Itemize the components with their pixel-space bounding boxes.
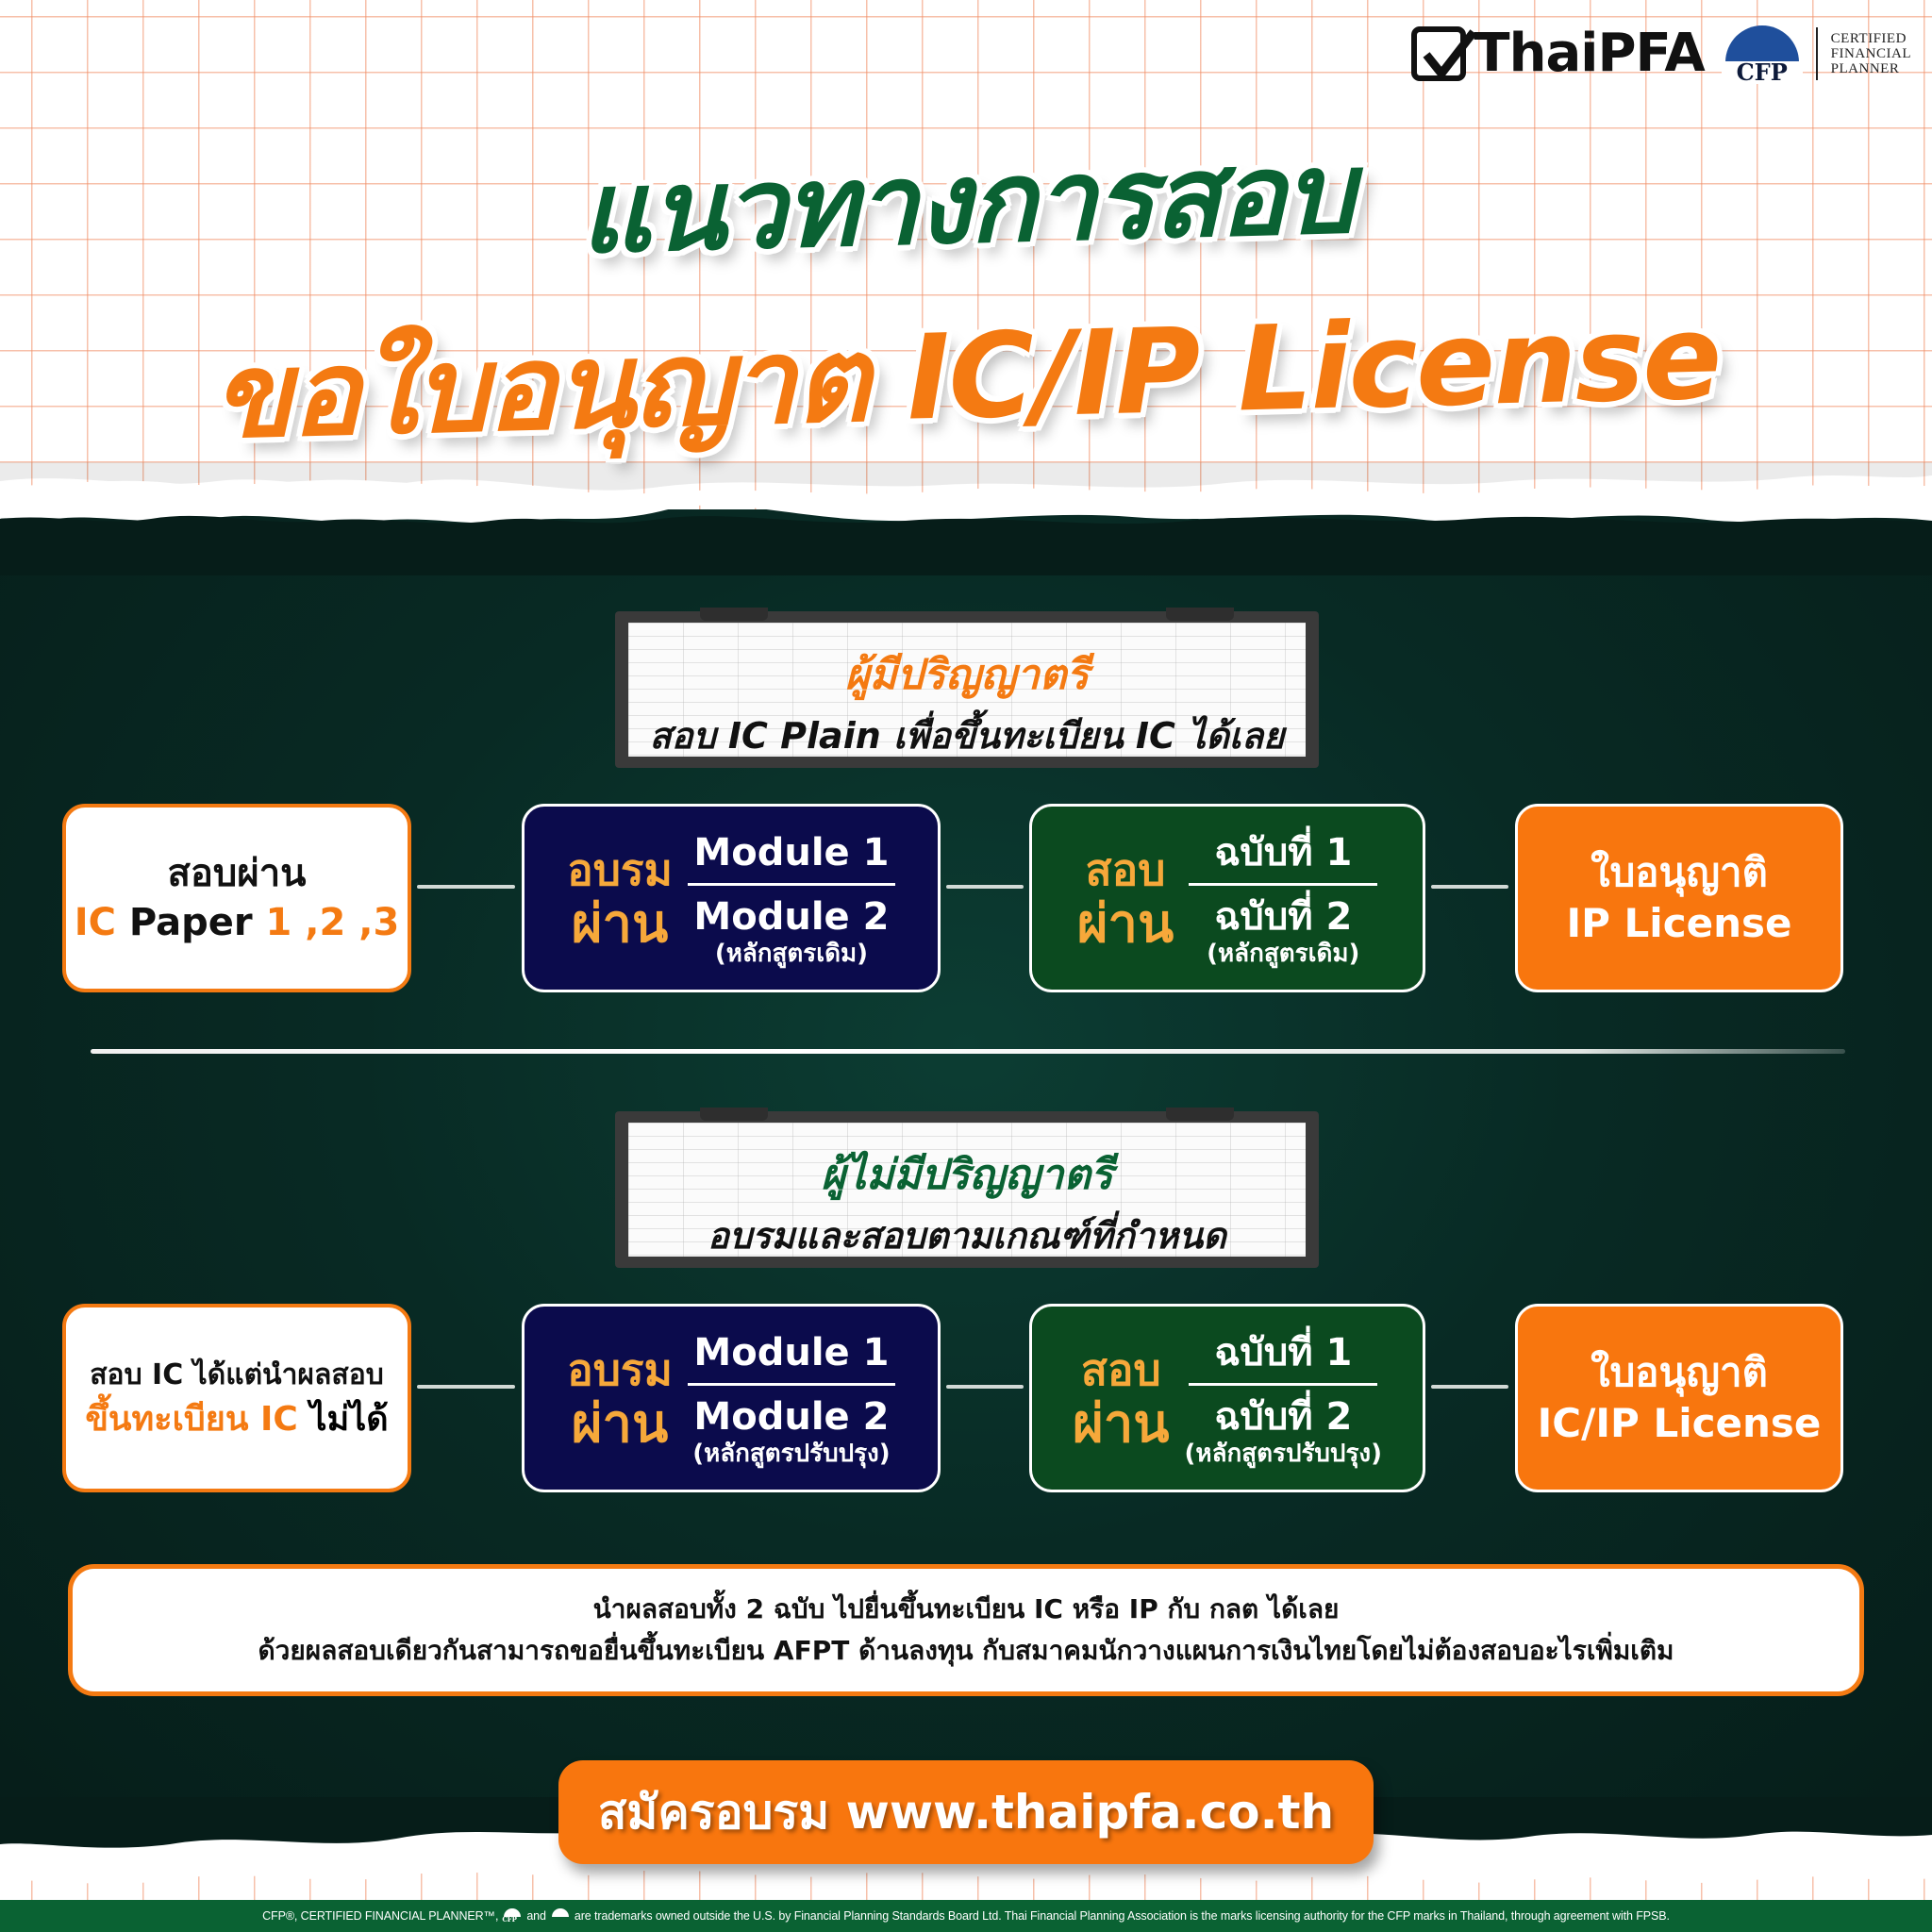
info-box: นำผลสอบทั้ง 2 ฉบับ ไปยื่นขึ้นทะเบียน IC … — [68, 1564, 1864, 1696]
cfp-mark-icon: CFP — [502, 1908, 523, 1924]
step-training-graduate: อบรม ผ่าน Module 1 Module 2 (หลักสูตรเดิ… — [522, 804, 941, 992]
note-heading: ผู้มีปริญญาตรี — [844, 651, 1090, 699]
binder-clip-icon — [700, 1108, 768, 1121]
step-start-graduate: สอบผ่าน IC Paper 1 ,2 ,3 — [62, 804, 411, 992]
cfp-logo: CFP CERTIFIED FINANCIAL PLANNER — [1721, 25, 1911, 84]
note-subtext: สอบ IC Plain เพื่อขึ้นทะเบียน IC ได้เลย — [649, 715, 1285, 757]
binder-clip-icon — [1166, 1108, 1234, 1121]
cfp-dome-icon — [550, 1908, 571, 1924]
binder-clip-icon — [1166, 608, 1234, 621]
training-pass-label: อบรม ผ่าน — [567, 844, 673, 955]
step-start-non-graduate: สอบ IC ได้แต่นำผลสอบ ขึ้นทะเบียน IC ไม่ไ… — [62, 1304, 411, 1492]
flow-connector — [946, 1385, 1024, 1389]
binder-clip-icon — [700, 608, 768, 621]
step-license-ip: ใบอนุญาติ IP License — [1515, 804, 1843, 992]
flow-connector — [417, 1385, 515, 1389]
trademark-footer: CFP®, CERTIFIED FINANCIAL PLANNER™, CFP … — [0, 1900, 1932, 1932]
exam-pass-label: สอบ ผ่าน — [1073, 1344, 1170, 1455]
step-exam-non-graduate: สอบ ผ่าน ฉบับที่ 1 ฉบับที่ 2 (หลักสูตรปร… — [1029, 1304, 1425, 1492]
thaipfa-logo: ThaiPFA — [1411, 23, 1706, 84]
cfp-dome-icon: CFP — [1721, 25, 1803, 84]
flow-connector — [1431, 1385, 1508, 1389]
note-heading: ผู้ไม่มีปริญญาตรี — [821, 1151, 1113, 1199]
header-logos: ThaiPFA CFP CERTIFIED FINANCIAL PLANNER — [1411, 23, 1911, 84]
note-non-graduate: ผู้ไม่มีปริญญาตรี อบรมและสอบตามเกณฑ์ที่ก… — [615, 1108, 1319, 1268]
checkbox-check-icon — [1411, 25, 1477, 81]
torn-paper-top-edge — [0, 462, 1932, 575]
info-line-1: นำผลสอบทั้ง 2 ฉบับ ไปยื่นขึ้นทะเบียน IC … — [592, 1593, 1340, 1624]
note-subtext: อบรมและสอบตามเกณฑ์ที่กำหนด — [708, 1215, 1226, 1257]
flow-connector — [946, 885, 1024, 889]
flow-connector — [417, 885, 515, 889]
note-graduate: ผู้มีปริญญาตรี สอบ IC Plain เพื่อขึ้นทะเ… — [615, 608, 1319, 768]
exam-pass-label: สอบ ผ่าน — [1076, 844, 1174, 955]
flow-connector — [1431, 885, 1508, 889]
section-divider — [91, 1049, 1845, 1054]
register-cta-button[interactable]: สมัครอบรม www.thaipfa.co.th — [558, 1760, 1374, 1864]
step-exam-graduate: สอบ ผ่าน ฉบับที่ 1 ฉบับที่ 2 (หลักสูตรเด… — [1029, 804, 1425, 992]
step-license-ic-ip: ใบอนุญาติ IC/IP License — [1515, 1304, 1843, 1492]
info-line-2: ด้วยผลสอบเดียวกันสามารถขอยื่นขึ้นทะเบียน… — [258, 1635, 1674, 1666]
brand-name: ThaiPFA — [1474, 23, 1705, 84]
cfp-wordmark: CERTIFIED FINANCIAL PLANNER — [1830, 30, 1911, 76]
training-pass-label: อบรม ผ่าน — [567, 1344, 673, 1455]
logo-separator — [1815, 26, 1818, 80]
step-training-non-graduate: อบรม ผ่าน Module 1 Module 2 (หลักสูตรปรั… — [522, 1304, 941, 1492]
